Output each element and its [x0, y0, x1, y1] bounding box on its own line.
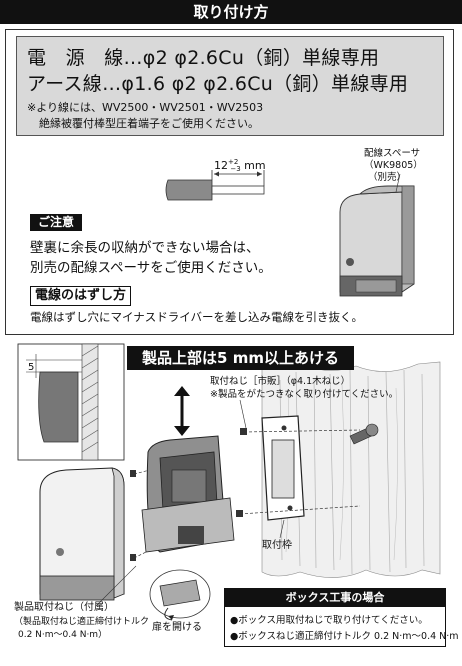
screw-guides: [130, 423, 379, 561]
box-work-line-1: ●ボックス用取付ねじで取り付けてください。: [230, 615, 428, 626]
product-screw-note-2: 0.2 N·m〜0.4 N·m）: [18, 630, 108, 640]
spacer-sold-separately: （別売）: [368, 172, 407, 183]
strip-length-label: 12+2−3 mm: [214, 158, 266, 173]
clearance-value: 5: [28, 362, 35, 373]
mounting-frame-label: 取付枠: [262, 540, 292, 551]
spacer-label: 配線スペーサ: [364, 148, 421, 159]
spacer-model: （WK9805）: [364, 160, 423, 171]
product-screw-title: 製品取付ねじ（付属）: [14, 602, 114, 613]
caution-tag: ご注意: [30, 214, 82, 231]
wall-cross-section: [17, 343, 125, 461]
ground-wire-spec: アース線…φ1.6 φ2 φ2.6Cu（銅）単線専用: [27, 73, 409, 95]
page-title: 取り付け方: [0, 0, 462, 24]
terminal-note: 絶縁被覆付棒型圧着端子をご使用ください。: [39, 117, 259, 130]
mounting-screw-label: 取付ねじ［市販］（φ4.1木ねじ）: [210, 376, 351, 387]
spec-frame: [5, 29, 454, 335]
strip-length-unit: mm: [244, 159, 266, 172]
wiring-spacer-illustration: [339, 173, 415, 297]
wire-strip-diagram: [165, 170, 265, 201]
box-work-title: ボックス工事の場合: [225, 589, 445, 607]
clearance-banner: 製品上部は5 mm以上あける: [127, 346, 354, 370]
caution-line-2: 別売の配線スペーサをご使用ください。: [30, 260, 272, 276]
mounting-frame-illustration: [261, 415, 305, 539]
open-door-illustration: [149, 569, 211, 621]
wire-spec-box: 電 源 線…φ2 φ2.6Cu（銅）単線専用 アース線…φ1.6 φ2 φ2.6…: [16, 36, 444, 136]
box-work-note: ボックス工事の場合 ●ボックス用取付ねじで取り付けてください。 ●ボックスねじ適…: [224, 588, 459, 647]
power-wire-spec: 電 源 線…φ2 φ2.6Cu（銅）単線専用: [27, 47, 380, 69]
cover-illustration: [39, 467, 125, 601]
mounting-screw-note: ※製品をがたつきなく取り付けてください。: [210, 389, 399, 400]
open-door-label: 扉を開ける: [152, 622, 202, 633]
caution-line-1: 壁裏に余長の収納ができない場合は、: [30, 240, 260, 256]
strip-tolerance-plus: +2: [228, 158, 239, 166]
clearance-arrow: [174, 386, 190, 436]
wire-removal-tag: 電線のはずし方: [30, 286, 132, 306]
strip-tolerance-minus: −3: [230, 165, 241, 173]
intercom-unit-illustration: [141, 435, 235, 553]
strip-length-value: 12: [214, 159, 228, 172]
box-work-line-2: ●ボックスねじ適正締付けトルク 0.2 N·m〜0.4 N·m: [230, 631, 459, 642]
wooden-wall: [261, 359, 441, 578]
callout-lines: [95, 399, 247, 607]
wire-removal-text: 電線はずし穴にマイナスドライバーを差し込み電線を引き抜く。: [30, 310, 364, 324]
stranded-wire-note: ※より線には、WV2500・WV2501・WV2503: [27, 101, 264, 114]
product-screw-note-1: （製品取付ねじ適正締付けトルク: [14, 617, 150, 627]
